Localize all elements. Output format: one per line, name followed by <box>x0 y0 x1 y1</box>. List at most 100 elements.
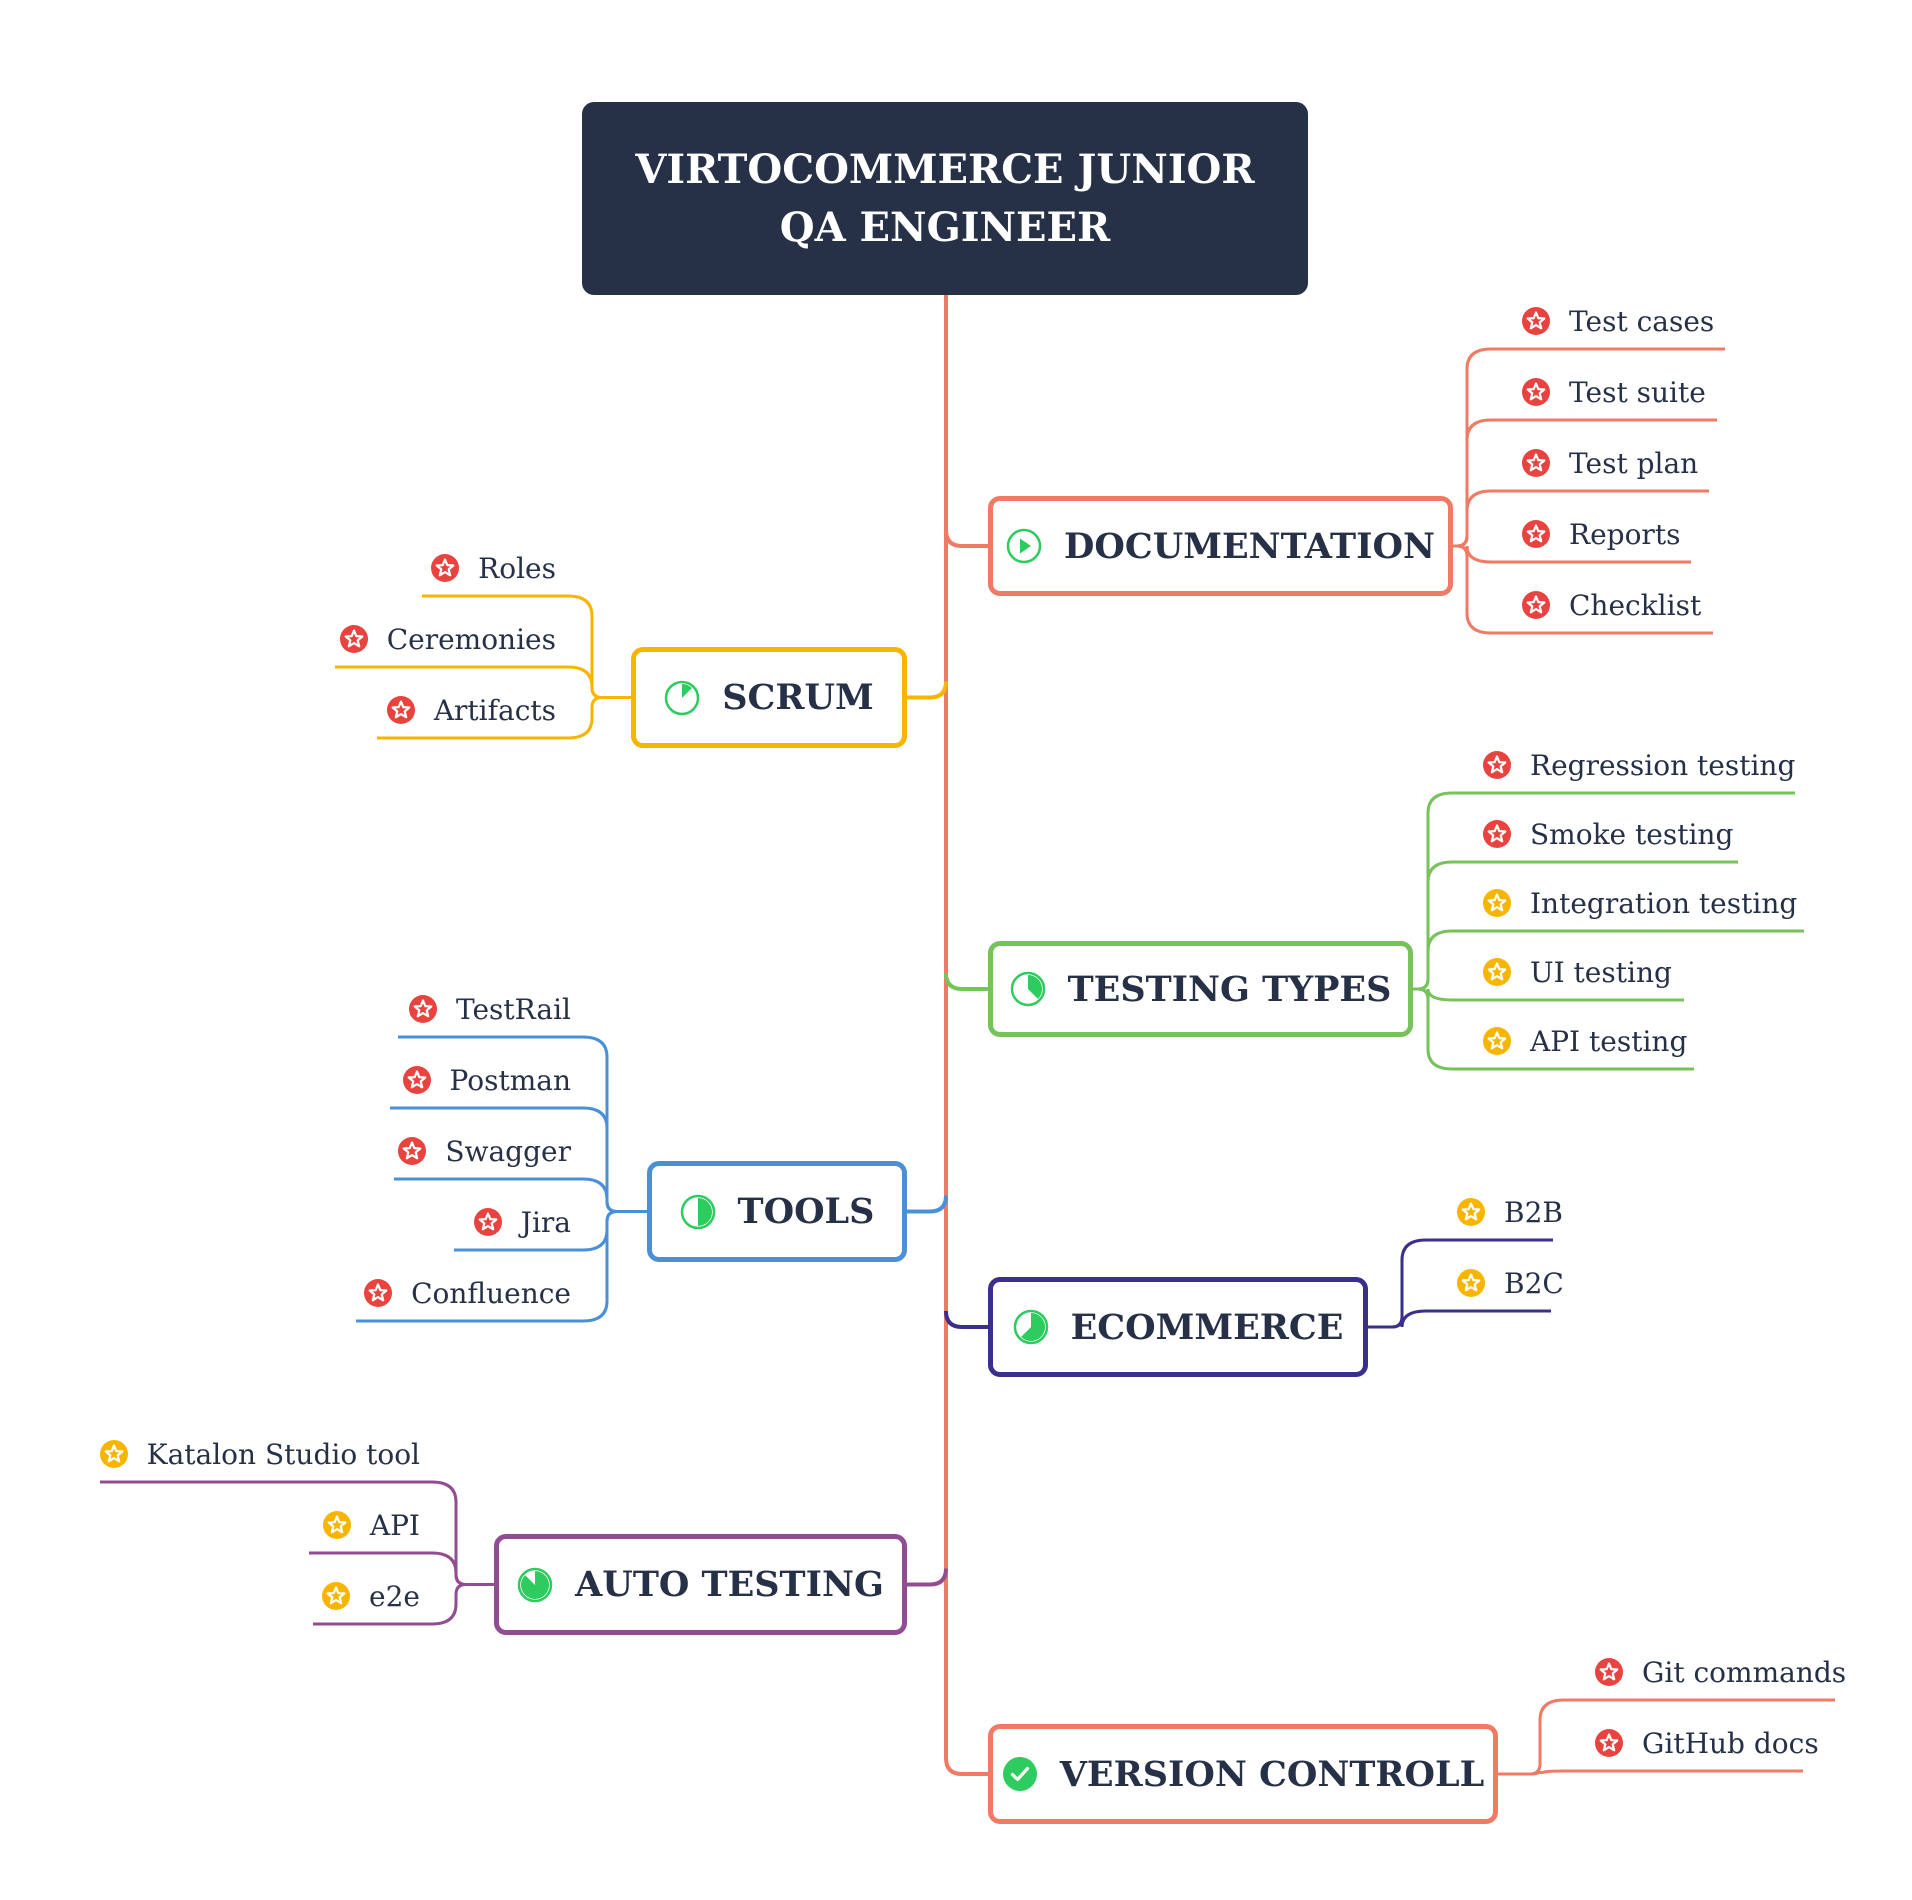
leaf-label: Postman <box>449 1063 571 1097</box>
leaf-label: Regression testing <box>1530 748 1796 782</box>
leaf-connector <box>1417 929 1804 991</box>
priority-yellow-star-icon <box>321 1581 351 1611</box>
priority-red-star-icon <box>1482 819 1512 849</box>
leaf-connector <box>1529 1769 1803 1776</box>
leaf-label: Reports <box>1569 517 1681 551</box>
topic-scrum[interactable]: SCRUM <box>631 647 907 748</box>
auto-testing-connector <box>907 1568 948 1587</box>
priority-red-star-icon <box>1521 590 1551 620</box>
leaf-connector <box>394 1177 618 1213</box>
tools-connector <box>907 1195 948 1214</box>
priority-yellow-star-icon <box>1482 888 1512 918</box>
leaf-documentation-0[interactable]: Test cases <box>1521 301 1714 341</box>
priority-yellow-star-icon <box>1456 1268 1486 1298</box>
topic-testing-types[interactable]: TESTING TYPES <box>988 941 1413 1037</box>
leaf-documentation-3[interactable]: Reports <box>1521 514 1680 554</box>
leaf-connector <box>1456 489 1709 548</box>
leaf-testing-types-0[interactable]: Regression testing <box>1482 745 1795 785</box>
scrum-connector <box>907 681 948 700</box>
leaf-documentation-2[interactable]: Test plan <box>1521 443 1698 483</box>
leaf-version-controll-0[interactable]: Git commands <box>1594 1652 1846 1692</box>
priority-yellow-star-icon <box>1482 1026 1512 1056</box>
progress-start-icon <box>1006 528 1042 564</box>
root-title-line-2: QA ENGINEER <box>779 203 1111 251</box>
leaf-label: Git commands <box>1642 1655 1847 1689</box>
leaf-connector <box>313 1583 467 1626</box>
documentation-connector <box>944 529 988 548</box>
root-title-line-1: VIRTOCOMMERCE JUNIOR <box>635 145 1255 193</box>
leaf-label: Checklist <box>1569 588 1702 622</box>
leaf-label: Integration testing <box>1530 886 1798 920</box>
ecommerce-connector <box>944 1310 988 1329</box>
leaf-tools-4[interactable]: Confluence <box>363 1273 571 1313</box>
trunk-line <box>944 295 988 1776</box>
leaf-tools-0[interactable]: TestRail <box>408 989 571 1029</box>
leaf-label: Ceremonies <box>386 622 556 656</box>
leaf-label: API testing <box>1530 1024 1688 1058</box>
priority-yellow-star-icon <box>1482 957 1512 987</box>
leaf-label: TestRail <box>455 992 571 1026</box>
priority-yellow-star-icon <box>322 1510 352 1540</box>
leaf-connector <box>1417 987 1694 1071</box>
priority-red-star-icon <box>402 1065 432 1095</box>
leaf-ecommerce-0[interactable]: B2B <box>1456 1192 1563 1232</box>
priority-red-star-icon <box>1521 519 1551 549</box>
leaf-connector <box>309 1551 467 1586</box>
leaf-scrum-2[interactable]: Artifacts <box>386 690 556 730</box>
leaf-label: Smoke testing <box>1530 817 1734 851</box>
leaf-testing-types-4[interactable]: API testing <box>1482 1021 1687 1061</box>
topic-auto-testing[interactable]: AUTO TESTING <box>494 1534 907 1635</box>
priority-red-star-icon <box>397 1136 427 1166</box>
leaf-testing-types-3[interactable]: UI testing <box>1482 952 1672 992</box>
leaf-label: UI testing <box>1530 955 1672 989</box>
leaf-documentation-4[interactable]: Checklist <box>1521 585 1701 625</box>
leaf-ecommerce-1[interactable]: B2C <box>1456 1263 1564 1303</box>
topic-title: TOOLS <box>737 1191 875 1232</box>
leaf-label: Confluence <box>411 1276 571 1310</box>
priority-yellow-star-icon <box>1456 1197 1486 1227</box>
leaf-label: e2e <box>369 1579 420 1613</box>
topic-title: TESTING TYPES <box>1067 968 1392 1010</box>
leaf-label: B2C <box>1504 1266 1564 1300</box>
leaf-label: GitHub docs <box>1642 1726 1819 1760</box>
leaf-documentation-1[interactable]: Test suite <box>1521 372 1706 412</box>
topic-title: VERSION CONTROLL <box>1059 1753 1485 1795</box>
leaf-testing-types-2[interactable]: Integration testing <box>1482 883 1797 923</box>
priority-red-star-icon <box>363 1278 393 1308</box>
leaf-auto-testing-1[interactable]: API <box>322 1505 420 1545</box>
topic-tools[interactable]: TOOLS <box>647 1161 907 1262</box>
leaf-tools-1[interactable]: Postman <box>402 1060 571 1100</box>
leaf-testing-types-1[interactable]: Smoke testing <box>1482 814 1733 854</box>
leaf-label: API <box>369 1508 420 1542</box>
topic-documentation[interactable]: DOCUMENTATION <box>988 496 1453 596</box>
progress-pie-icon <box>517 1567 553 1603</box>
priority-red-star-icon <box>1521 377 1551 407</box>
leaf-auto-testing-2[interactable]: e2e <box>321 1576 420 1616</box>
priority-red-star-icon <box>1594 1728 1624 1758</box>
topic-title: SCRUM <box>722 677 874 718</box>
priority-red-star-icon <box>1521 448 1551 478</box>
progress-pie-icon <box>680 1194 716 1230</box>
leaf-auto-testing-0[interactable]: Katalon Studio tool <box>99 1434 420 1474</box>
leaf-label: Test cases <box>1569 304 1715 338</box>
leaf-label: Roles <box>478 551 556 585</box>
priority-red-star-icon <box>408 994 438 1024</box>
leaf-tools-2[interactable]: Swagger <box>397 1131 571 1171</box>
priority-red-star-icon <box>1482 750 1512 780</box>
leaf-scrum-0[interactable]: Roles <box>430 548 556 588</box>
root-topic[interactable]: VIRTOCOMMERCE JUNIOR QA ENGINEER <box>582 102 1308 295</box>
leaf-label: Swagger <box>445 1134 571 1168</box>
leaf-version-controll-1[interactable]: GitHub docs <box>1594 1723 1819 1763</box>
testing-types-connector <box>944 972 988 991</box>
leaf-tools-3[interactable]: Jira <box>473 1202 571 1242</box>
priority-red-star-icon <box>1594 1657 1624 1687</box>
priority-red-star-icon <box>430 553 460 583</box>
priority-red-star-icon <box>386 695 416 725</box>
leaf-scrum-1[interactable]: Ceremonies <box>339 619 556 659</box>
topic-version-controll[interactable]: VERSION CONTROLL <box>988 1724 1498 1824</box>
topic-title: ECOMMERCE <box>1070 1306 1344 1348</box>
topic-ecommerce[interactable]: ECOMMERCE <box>988 1277 1368 1377</box>
leaf-connector <box>335 665 603 699</box>
